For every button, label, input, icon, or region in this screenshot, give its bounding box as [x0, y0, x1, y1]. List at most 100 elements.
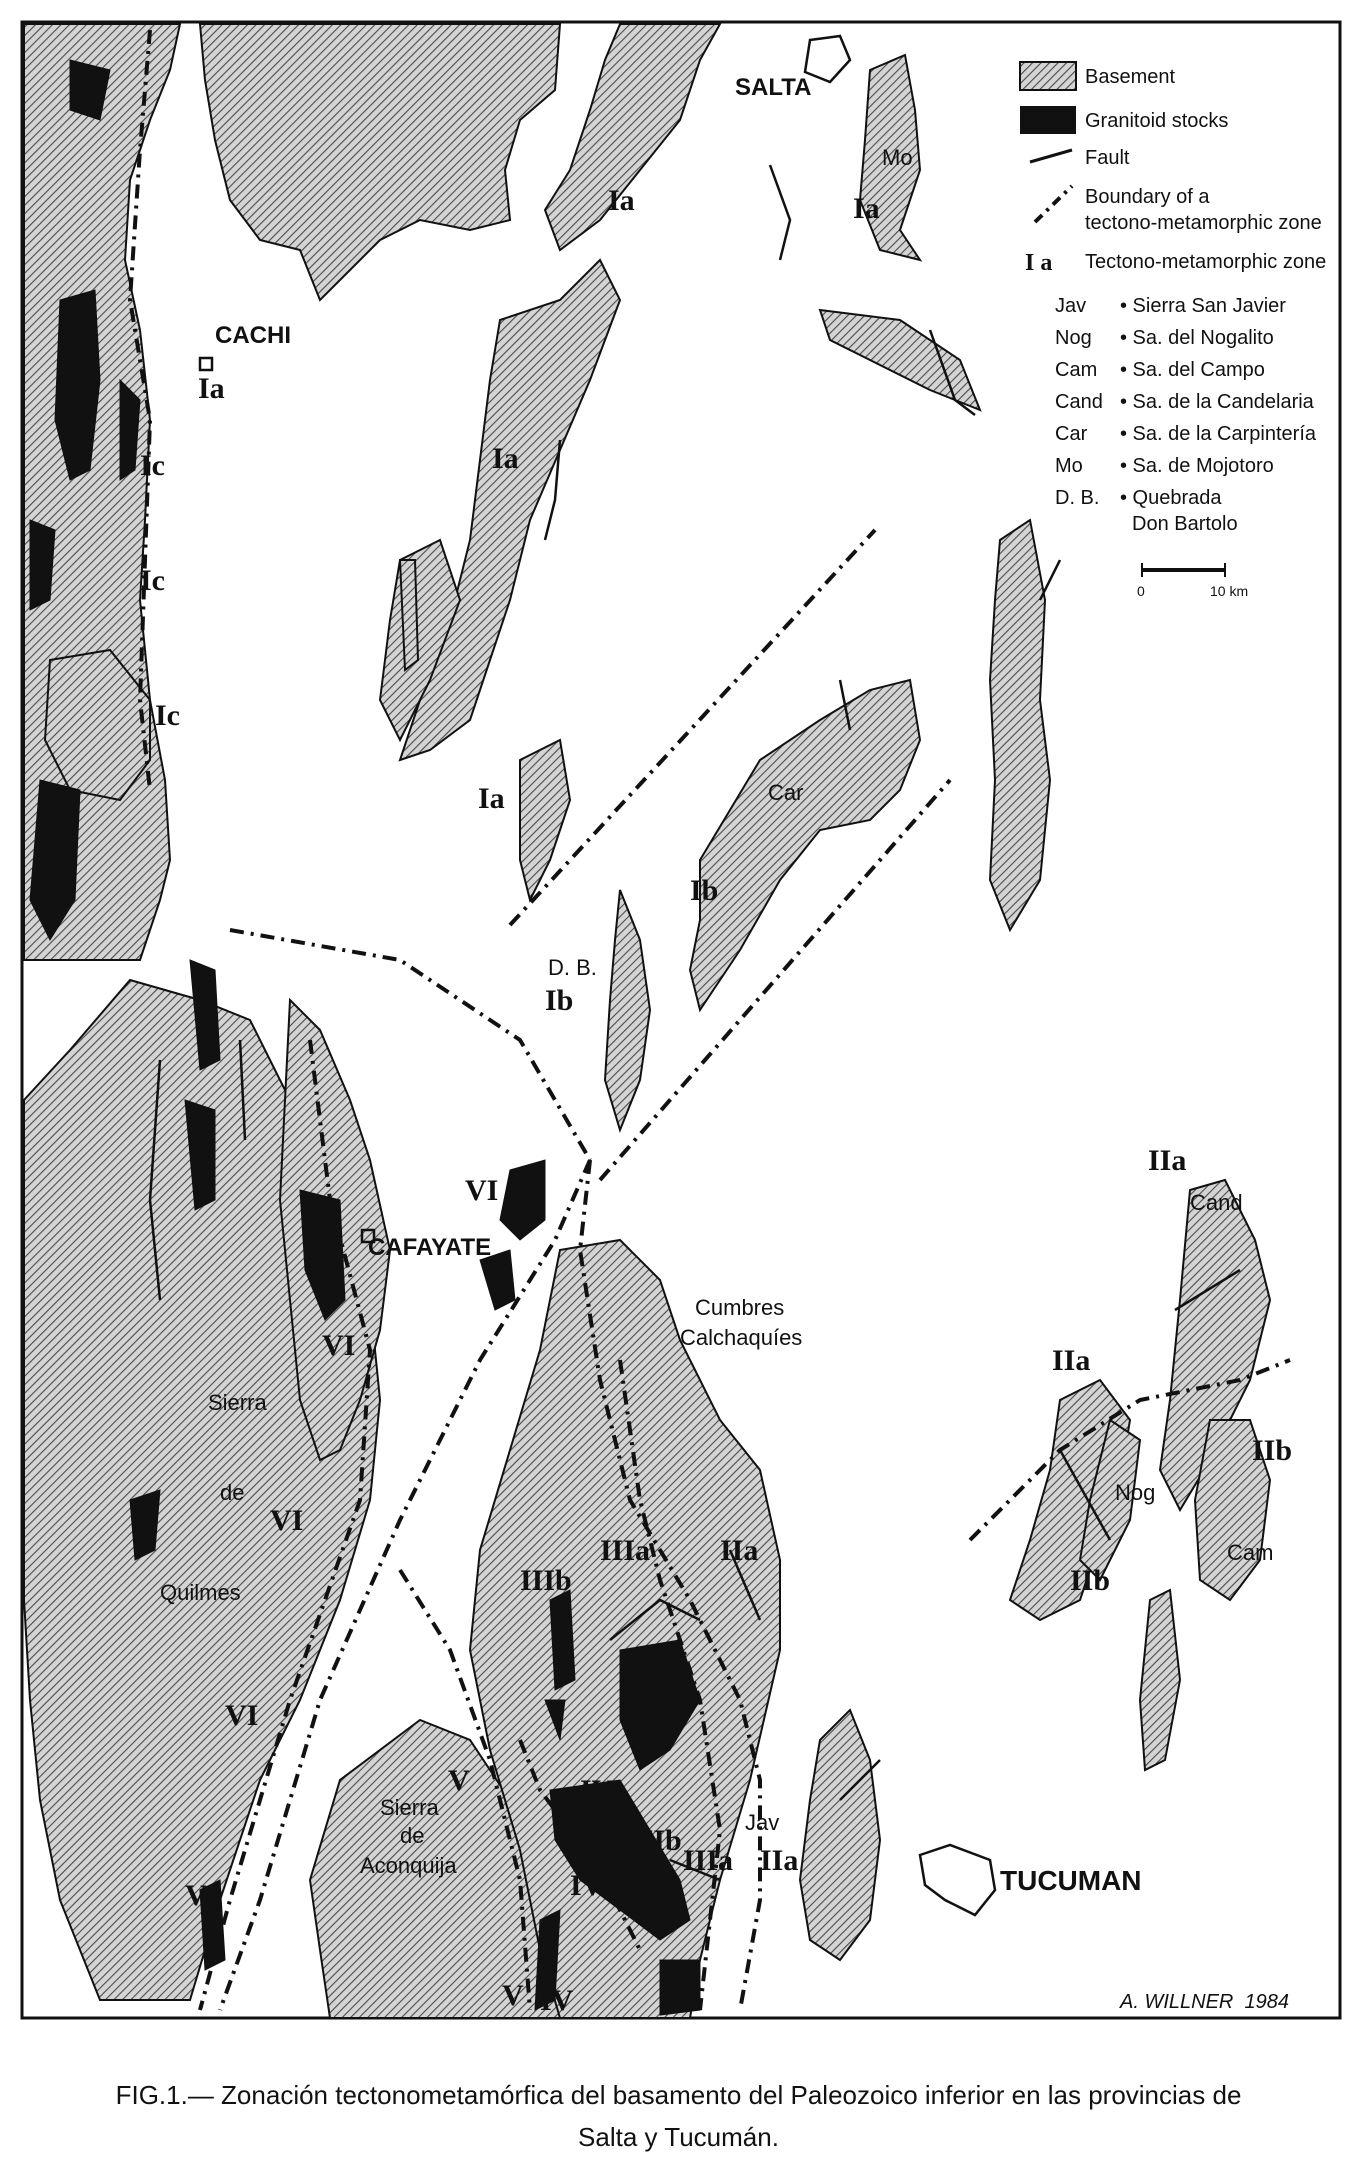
boundary-ne-diagonal	[598, 778, 952, 1182]
basement-db-strip	[603, 889, 652, 1134]
granitoid-cumbres-3	[544, 1699, 566, 1741]
fault-10	[609, 1598, 701, 1641]
fault-lines	[148, 164, 1241, 1882]
zone-ic-3: Ic	[155, 699, 180, 732]
town-markers	[198, 34, 997, 1917]
legend-zone-label: Tectono-metamorphic zone	[1085, 251, 1326, 273]
legend-name-cand: • Sa. de la Candelaria	[1120, 391, 1315, 413]
zone-iia-nog: IIa	[1052, 1344, 1090, 1377]
salta-outline-icon	[803, 34, 852, 84]
basement-nog-block	[1008, 1378, 1132, 1622]
scale-ten: 10 km	[1210, 583, 1248, 599]
place-salta: SALTA	[735, 74, 811, 101]
granitoid-vi-caf	[499, 1159, 546, 1241]
fault-2	[928, 329, 976, 416]
zone-iiib-2: IIIb	[630, 1824, 682, 1857]
legend-fault-label: Fault	[1085, 147, 1130, 169]
granitoid-quilmes-1	[189, 959, 221, 1071]
scale-bar: 0 10 km	[1137, 563, 1248, 599]
basement-east-long	[988, 518, 1052, 933]
granitoid-cafayate-1	[299, 1189, 346, 1321]
abbr-mo: Mo	[882, 145, 913, 170]
legend-abbr-mo: Mo	[1055, 455, 1083, 477]
fault-9	[1058, 1449, 1112, 1541]
zone-iib-cam: IIb	[1252, 1434, 1292, 1467]
range-abbreviations: Mo Car D. B. Cand Nog Cam Jav	[548, 145, 1273, 1835]
abbr-car: Car	[768, 780, 803, 805]
zone-ia-cachi: Ia	[198, 372, 225, 405]
granitoid-north	[69, 59, 111, 121]
legend-name-jav: • Sierra San Javier	[1120, 295, 1286, 317]
place-sierra-quilmes-2: de	[220, 1480, 244, 1505]
zone-iv-1: IV	[580, 1774, 614, 1807]
basement-mid-ridge	[398, 258, 622, 762]
boundary-cumbres	[618, 1359, 723, 2011]
place-tucuman: TUCUMAN	[1000, 1865, 1142, 1896]
boundary-west	[198, 1039, 373, 2011]
legend-name-mo: • Sa. de Mojotoro	[1120, 455, 1274, 477]
legend-abbr-db: D. B.	[1055, 487, 1099, 509]
granitoid-vi-caf-2	[479, 1249, 516, 1311]
basement-cam	[1193, 1419, 1272, 1602]
abbr-nog: Nog	[1115, 1480, 1155, 1505]
basement-jav	[798, 1708, 882, 1962]
zone-iia-jav: IIa	[760, 1844, 798, 1877]
legend-basement-label: Basement	[1085, 66, 1175, 88]
place-cumbres-2: Calchaquíes	[680, 1325, 802, 1350]
legend-name-db-2: Don Bartolo	[1132, 513, 1238, 535]
boundary-cumbres2	[518, 1739, 642, 1951]
figure-caption-line-2: Salta y Tucumán.	[578, 2122, 779, 2152]
fault-13	[669, 1858, 721, 1882]
basement-car	[688, 678, 922, 1013]
granitoid-iv-low	[659, 1959, 701, 2016]
zone-vi-2: VI	[270, 1504, 303, 1537]
legend-name-nog: • Sa. del Nogalito	[1120, 327, 1274, 349]
fault-4	[838, 679, 852, 731]
place-cafayate: CAFAYATE	[368, 1234, 491, 1261]
basement-ic-oval	[43, 648, 151, 802]
legend-boundary-label-2: tectono-metamorphic zone	[1085, 212, 1322, 234]
zone-iia-2: IIa	[720, 1534, 758, 1567]
fault-8	[1174, 1268, 1241, 1312]
granitoid-cumbres-2	[549, 1589, 576, 1691]
fault-5	[1038, 559, 1062, 601]
legend: Basement Granitoid stocks Fault Boundary…	[1019, 61, 1326, 599]
fault-12	[839, 1759, 881, 1801]
granitoid-quilmes-2	[184, 1099, 216, 1211]
zone-ic-1: Ic	[140, 449, 165, 482]
place-aconquija-2: de	[400, 1823, 424, 1848]
zone-ic-2: Ic	[140, 564, 165, 597]
basement-small-strip	[398, 559, 420, 672]
legend-name-db: • Quebrada	[1120, 487, 1222, 509]
legend-boundary-symbol	[1033, 184, 1074, 224]
zone-iv-2: IV	[570, 1869, 604, 1902]
zone-boundaries	[127, 29, 1291, 2011]
boundary-aconquija	[398, 1568, 532, 2011]
granitoid-iv-big	[549, 1779, 691, 1941]
zone-ia-mo: Ia	[853, 192, 880, 225]
legend-abbr-cand: Cand	[1055, 391, 1103, 413]
abbr-db: D. B.	[548, 955, 597, 980]
basement-east-lens	[818, 308, 982, 412]
zone-ia-low: Ia	[478, 782, 505, 815]
zone-v-2: V	[502, 1979, 524, 2012]
place-sierra-quilmes-1: Sierra	[208, 1390, 267, 1415]
zone-iv-3: IV	[540, 1984, 574, 2017]
boundary-nog	[968, 1358, 1291, 1542]
legend-name-car: • Sa. de la Carpintería	[1120, 423, 1317, 445]
zone-vi-caf: VI	[465, 1174, 498, 1207]
basement-north-strip	[543, 23, 722, 252]
legend-basement-swatch	[1019, 61, 1077, 91]
place-aconquija-1: Sierra	[380, 1795, 439, 1820]
zone-ib-car: Ib	[690, 874, 718, 907]
granitoid-west	[29, 779, 81, 942]
place-names: SALTA CACHI CAFAYATE TUCUMAN Cumbres Cal…	[160, 74, 1142, 1896]
basement-ia-lower	[519, 738, 572, 903]
zone-iia-cand: IIa	[1148, 1144, 1186, 1177]
abbr-cam: Cam	[1227, 1540, 1273, 1565]
zone-iiia-1: IIIa	[600, 1534, 650, 1567]
zone-iib-nog: IIb	[1070, 1564, 1110, 1597]
basement-nog-east	[1078, 1418, 1142, 1582]
tucuman-outline-icon	[918, 1843, 997, 1917]
granitoid-aconquija-1	[534, 1909, 561, 2011]
